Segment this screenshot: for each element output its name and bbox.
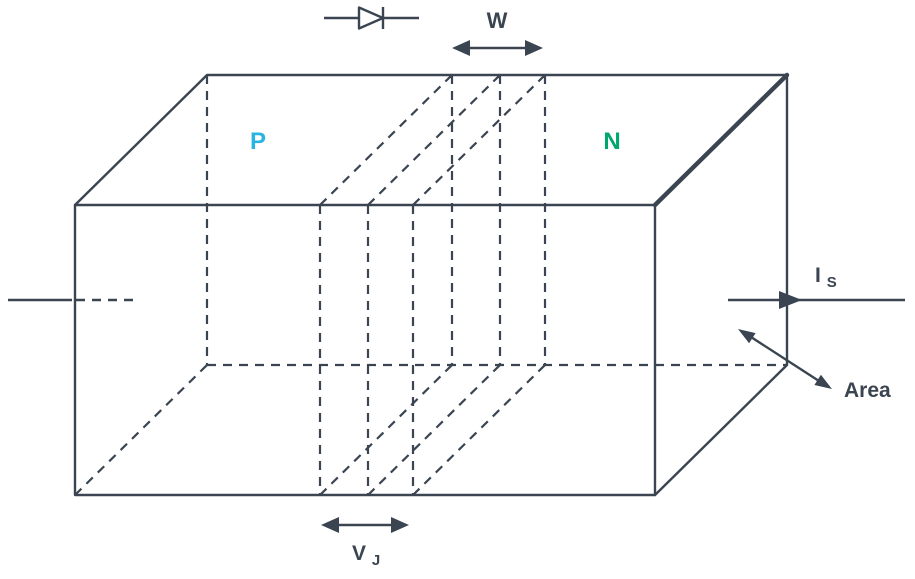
n-region-label: N xyxy=(603,128,620,155)
box-top-face-edges xyxy=(73,73,789,207)
vj-label-base: V xyxy=(352,542,366,565)
junction-voltage-label: V J xyxy=(352,542,380,569)
box-front-face xyxy=(73,203,657,497)
depletion-width-label: W xyxy=(487,8,508,33)
area-arrow-line xyxy=(750,335,820,383)
is-label-sub: S xyxy=(827,274,837,291)
saturation-current-label: I S xyxy=(815,264,837,291)
vj-arrowhead-left xyxy=(321,517,339,533)
depletion-plane-3 xyxy=(411,74,547,496)
box-hidden-edges xyxy=(74,75,787,496)
area-arrowhead-upper xyxy=(738,329,756,344)
w-dimension-arrow xyxy=(452,40,543,56)
current-arrow xyxy=(779,291,802,309)
vj-label-sub: J xyxy=(372,552,380,569)
depletion-plane-1 xyxy=(318,74,454,496)
w-arrowhead-left xyxy=(452,40,470,56)
vj-arrowhead-right xyxy=(391,517,409,533)
is-label-base: I xyxy=(815,264,821,287)
is-arrowhead xyxy=(779,291,802,309)
depletion-region-planes xyxy=(318,74,547,496)
diode-symbol-icon xyxy=(324,6,419,30)
box-bottom-left-hidden-edge xyxy=(74,364,208,496)
area-arrowhead-lower xyxy=(814,374,832,389)
vj-dimension-arrow xyxy=(321,517,409,533)
w-arrowhead-right xyxy=(525,40,543,56)
depletion-plane-2 xyxy=(366,74,502,496)
area-arrow xyxy=(738,329,832,389)
pn-junction-box xyxy=(73,72,790,497)
diode-triangle xyxy=(357,6,385,30)
area-label: Area xyxy=(844,379,891,402)
p-region-label: P xyxy=(250,128,266,155)
box-top-right-edge xyxy=(652,72,790,208)
